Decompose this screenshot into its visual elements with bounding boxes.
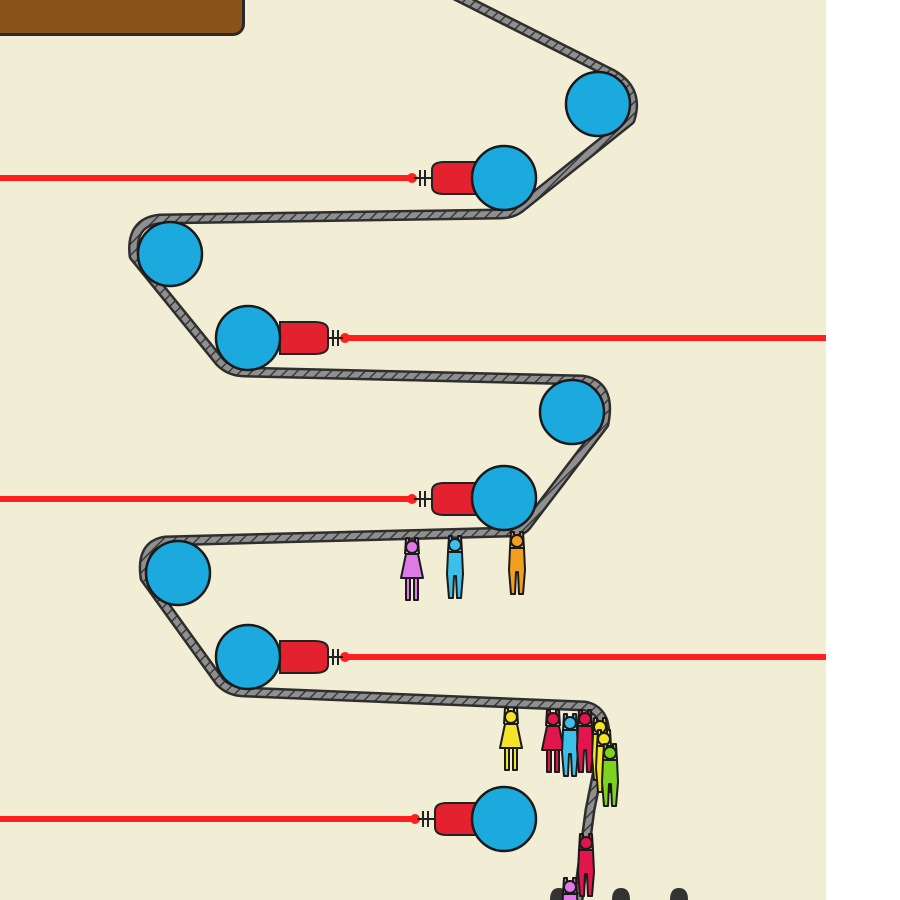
pulley [144,539,212,607]
hanging-person [446,535,464,599]
hanging-person [400,537,424,601]
pulleys [136,70,632,853]
lasers [0,173,826,824]
hanging-person [561,877,579,900]
hanging-person [508,531,526,595]
pulley [564,70,632,138]
pulley [470,464,538,532]
hanging-person [541,709,565,773]
emitter-4 [279,640,343,674]
emitter-1 [414,161,477,195]
pulley [470,785,538,853]
rope [128,0,639,900]
laser-3 [0,494,417,504]
laser-4 [340,652,826,662]
hanging-person [577,833,595,897]
pulley [136,220,204,288]
people [400,531,619,900]
hanging-person [576,709,594,773]
laser-2 [340,333,826,343]
emitter-5 [417,802,480,836]
emitter-3 [414,482,477,516]
game-board [0,0,826,900]
right-margin [826,0,900,900]
pulley [214,623,282,691]
hanging-person [561,713,579,777]
laser-1 [0,173,417,183]
wooden-panel[interactable] [0,0,245,36]
bottom-hooks [550,888,688,900]
laser-5 [0,814,420,824]
hanging-person [601,743,619,807]
hanging-person [499,707,523,771]
pulley [470,144,538,212]
pulley [214,304,282,372]
pulley [538,378,606,446]
emitter-2 [279,321,343,355]
